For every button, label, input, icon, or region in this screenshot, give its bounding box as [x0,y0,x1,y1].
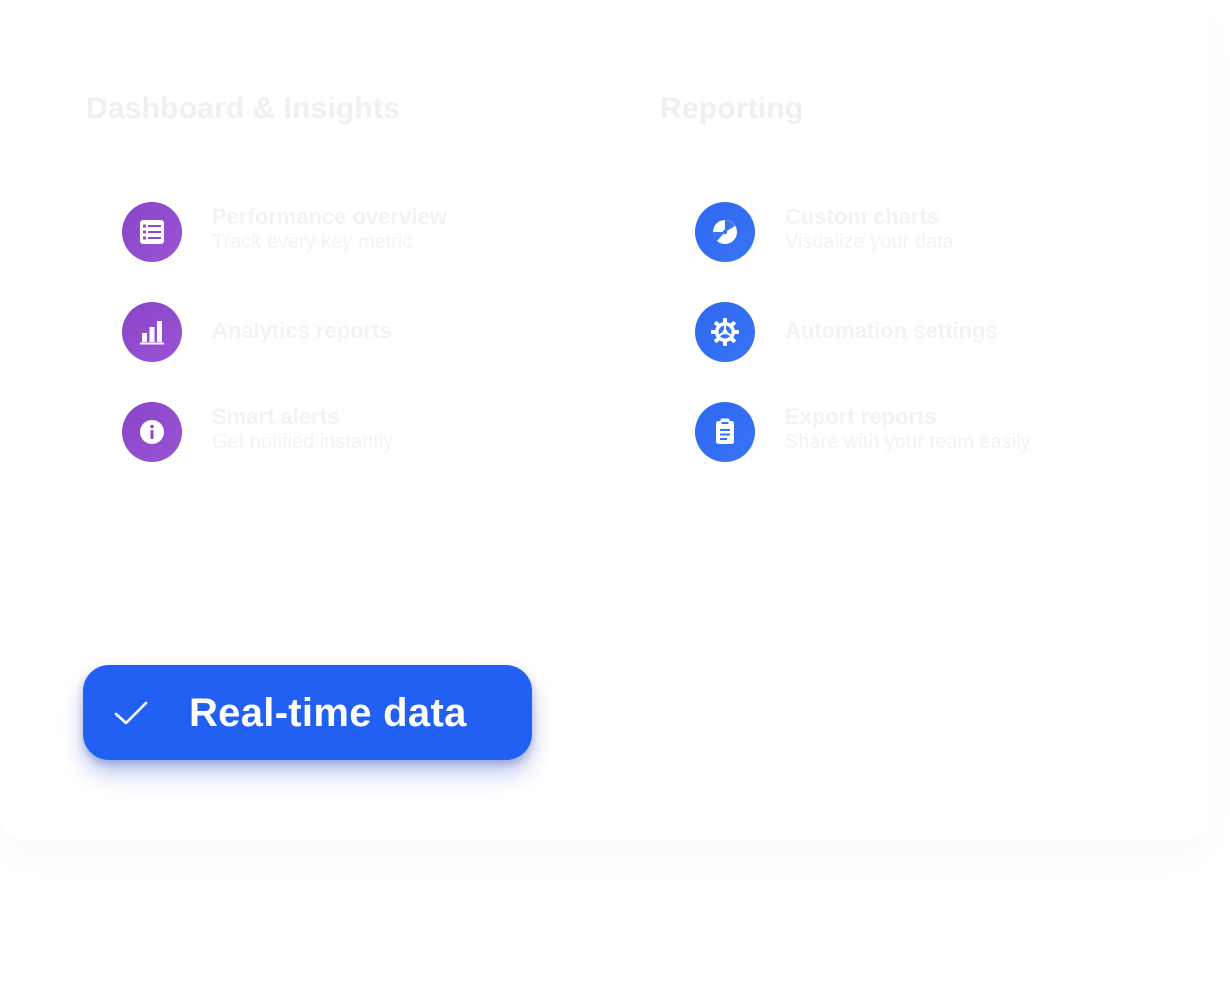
feature-title: Custom charts [785,204,940,229]
gear-icon [695,302,755,362]
feature-description: Track every key metric [212,231,413,253]
feature-item-automation: Automation settings [695,302,1155,364]
feature-title: Performance overview [212,204,447,229]
bar-chart-icon [122,302,182,362]
features-card: Dashboard & Insights Reporting Performan… [83,92,1155,760]
pie-chart-icon [695,202,755,262]
check-icon [114,701,148,725]
feature-title: Export reports [785,404,937,429]
feature-title: Analytics reports [212,318,392,343]
right-column-title: Reporting [660,92,804,125]
info-icon [122,402,182,462]
feature-description: Get notified instantly [212,431,394,453]
badge-label: Real-time data [189,691,467,735]
feature-item-charts: Custom charts Visualize your data [695,202,1155,264]
feature-title: Smart alerts [212,404,340,429]
list-icon [122,202,182,262]
real-time-data-badge: Real-time data [83,665,532,760]
feature-item-overview: Performance overview Track every key met… [122,202,582,264]
feature-item-analytics: Analytics reports [122,302,582,364]
feature-item-alerts: Smart alerts Get notified instantly [122,402,582,464]
clipboard-icon [695,402,755,462]
feature-description: Share with your team easily [785,431,1031,453]
feature-description: Visualize your data [785,231,954,253]
feature-title: Automation settings [785,318,998,343]
feature-item-export: Export reports Share with your team easi… [695,402,1155,464]
left-column-title: Dashboard & Insights [86,92,401,125]
